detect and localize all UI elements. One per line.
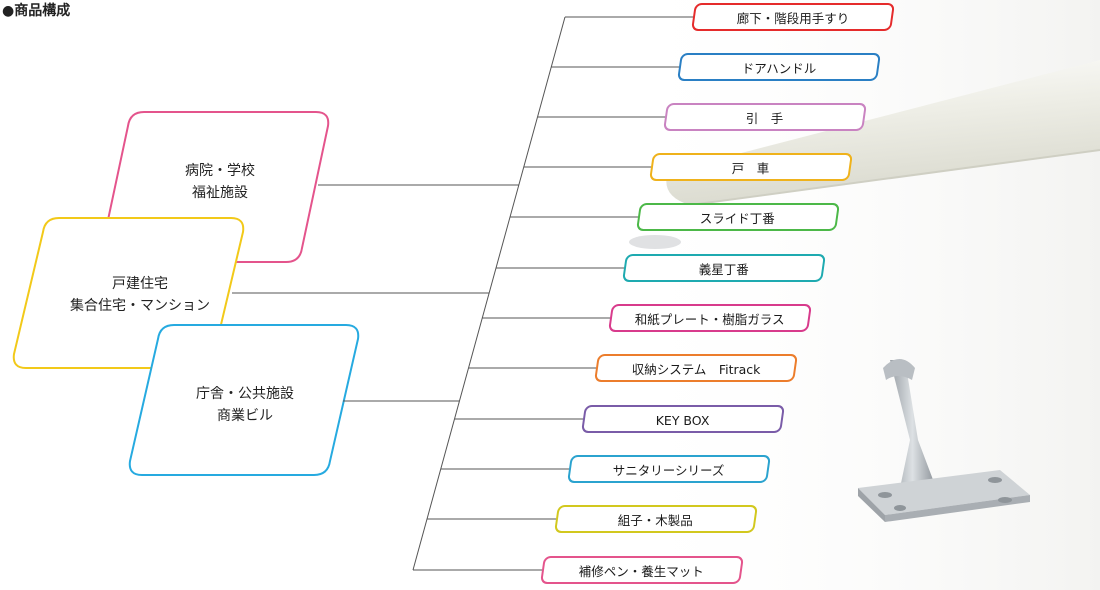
category-label-line1: 庁舎・公共施設 xyxy=(196,386,294,402)
product-sanitary-series: サニタリーシリーズ xyxy=(567,455,771,483)
connector-lines xyxy=(232,16,695,571)
product-slide-hinge: スライド丁番 xyxy=(636,203,840,231)
product-washi-plate: 和紙プレート・樹脂ガラス xyxy=(608,304,812,332)
category-label-line2: 商業ビル xyxy=(217,408,273,424)
product-key-box: KEY BOX xyxy=(581,405,785,433)
category-shape-public xyxy=(128,324,360,476)
product-door-roller: 戸 車 xyxy=(649,153,853,181)
product-pull-handle: 引 手 xyxy=(663,103,867,131)
category-public-commercial: 庁舎・公共施設 商業ビル xyxy=(165,383,325,427)
category-label-line1: 病院・学校 xyxy=(185,163,255,179)
product-door-handle: ドアハンドル xyxy=(677,53,881,81)
product-storage-fitrack: 収納システム Fitrack xyxy=(594,354,798,382)
category-label-line2: 集合住宅・マンション xyxy=(70,298,210,314)
category-hospital-school: 病院・学校 福祉施設 xyxy=(140,160,300,204)
category-label-line1: 戸建住宅 xyxy=(112,276,168,292)
product-repair-pen-mat: 補修ペン・養生マット xyxy=(540,556,744,584)
product-kumiko-wood: 組子・木製品 xyxy=(554,505,758,533)
category-housing: 戸建住宅 集合住宅・マンション xyxy=(45,273,235,317)
category-label-line2: 福祉施設 xyxy=(192,185,248,201)
category-shapes xyxy=(12,111,360,476)
diagram-heading: ●商品構成 xyxy=(2,3,71,19)
product-hinge: 義星丁番 xyxy=(622,254,826,282)
product-handrail: 廊下・階段用手すり xyxy=(691,3,895,31)
